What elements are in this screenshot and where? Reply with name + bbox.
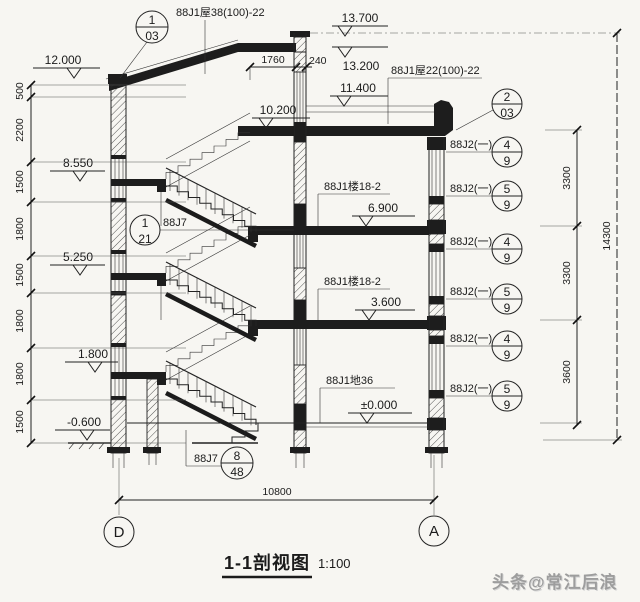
dim-left-1: 500 (14, 82, 26, 100)
dim-right-2: 3300 (561, 261, 573, 285)
elevation-10200: 10.200 (260, 103, 297, 117)
elevation-12000: 12.000 (45, 53, 82, 67)
drawing-title: 1-1剖视图 (224, 552, 310, 573)
right-wall (425, 137, 448, 468)
callout-label-5: 88J2(一) (450, 333, 492, 345)
detail-1-21-num: 1 (142, 216, 149, 230)
dim-left-3: 1500 (14, 170, 26, 194)
elevation-5250: 5.250 (63, 250, 93, 264)
elevation-3600: 3.600 (371, 295, 401, 309)
watermark: 头条@常江后浪 (492, 573, 618, 592)
elevation-13700: 13.700 (342, 11, 379, 25)
callout-label-4: 88J2(一) (450, 286, 492, 298)
callout-num-5: 4 (504, 332, 511, 346)
elevation-6900: 6.900 (368, 201, 398, 215)
dim-right-total: 14300 (601, 221, 613, 250)
callout-label-2: 88J2(一) (450, 183, 492, 195)
floor-slabs (111, 126, 429, 428)
callout-label-3: 88J2(一) (450, 236, 492, 248)
dim-left-7: 1800 (14, 362, 26, 386)
callout-sheet-2: 9 (504, 198, 511, 212)
eave-gutter (434, 100, 453, 136)
callout-label-1: 88J2(一) (450, 139, 492, 151)
elevation-8550: 8.550 (63, 156, 93, 170)
dimension-roof: 1760 240 (245, 54, 327, 80)
note-stair-mid: 88J7 (163, 217, 187, 229)
drawing-scale: 1:100 (318, 556, 351, 571)
note-stair-bottom: 88J7 (194, 453, 218, 465)
wall-callouts: 88J2(一) 4 9 88J2(一) 5 9 88J2(一) 4 9 88J2… (446, 136, 523, 412)
callout-num-6: 5 (504, 382, 511, 396)
dim-right-1: 3300 (561, 166, 573, 190)
callout-sheet-3: 9 (504, 251, 511, 265)
note-ground-slab: 88J1地36 (326, 374, 373, 387)
dimension-bottom: 10800 D A (103, 455, 450, 548)
elevation-13200: 13.200 (343, 59, 380, 73)
detail-1-03-sheet: 03 (145, 29, 159, 43)
callout-label-6: 88J2(一) (450, 383, 492, 395)
callout-num-2: 5 (504, 182, 511, 196)
dimension-left-chain: 500 2200 1500 1800 1500 1800 1800 1500 (14, 80, 186, 448)
elevation-1800: 1.800 (78, 347, 108, 361)
detail-8-48-sheet: 48 (230, 465, 244, 479)
dimension-right-chain: 3300 3300 3600 14300 (540, 28, 622, 445)
dim-left-5: 1500 (14, 263, 26, 287)
elevation-11400: 11.400 (340, 81, 376, 95)
callout-sheet-5: 9 (504, 348, 511, 362)
dim-right-3: 3600 (561, 360, 573, 384)
detail-2-03-sheet: 03 (500, 106, 514, 120)
callout-sheet-6: 9 (504, 398, 511, 412)
axis-label-d: D (114, 524, 125, 541)
callout-sheet-4: 9 (504, 301, 511, 315)
axis-circle-d (103, 516, 135, 548)
dim-left-6: 1800 (14, 309, 26, 333)
stair-flights (143, 112, 259, 465)
dim-left-4: 1800 (14, 217, 26, 241)
detail-2-03-num: 2 (504, 90, 511, 104)
axis-label-a: A (429, 523, 439, 540)
dim-left-8: 1500 (14, 410, 26, 434)
middle-wall (290, 33, 310, 468)
elevation-n0600: -0.600 (67, 415, 101, 429)
note-floor-upper: 88J1楼18-2 (324, 179, 381, 193)
detail-markers: 1 03 2 03 1 21 8 48 (119, 10, 523, 480)
note-floor-lower: 88J1楼18-2 (324, 274, 381, 288)
detail-8-48-num: 8 (234, 449, 241, 463)
detail-1-03-num: 1 (149, 13, 156, 27)
callout-sheet-1: 9 (504, 154, 511, 168)
dim-bottom-total: 10800 (262, 486, 291, 498)
axis-circle-a (418, 515, 450, 547)
note-labels: 88J1屋38(100)-22 88J1屋22(100)-22 88J1楼18-… (160, 6, 482, 467)
stair-pier (146, 378, 159, 454)
elevation-markers: 13.700 13.200 12.000 11.400 10.200 8.550… (33, 11, 620, 441)
note-roof-right: 88J1屋22(100)-22 (391, 64, 480, 77)
dim-left-2: 2200 (14, 118, 26, 142)
elevation-0000: ±0.000 (361, 398, 398, 412)
dim-wall-thickness: 240 (309, 55, 327, 67)
callout-num-1: 4 (504, 138, 511, 152)
note-roof-left: 88J1屋38(100)-22 (176, 6, 265, 19)
roof-structure (105, 31, 453, 136)
dim-roof-flat: 1760 (261, 54, 285, 66)
callout-num-3: 4 (504, 235, 511, 249)
callout-num-4: 5 (504, 285, 511, 299)
title-block: 1-1剖视图 1:100 (222, 552, 351, 579)
detail-1-21-sheet: 21 (138, 232, 152, 246)
